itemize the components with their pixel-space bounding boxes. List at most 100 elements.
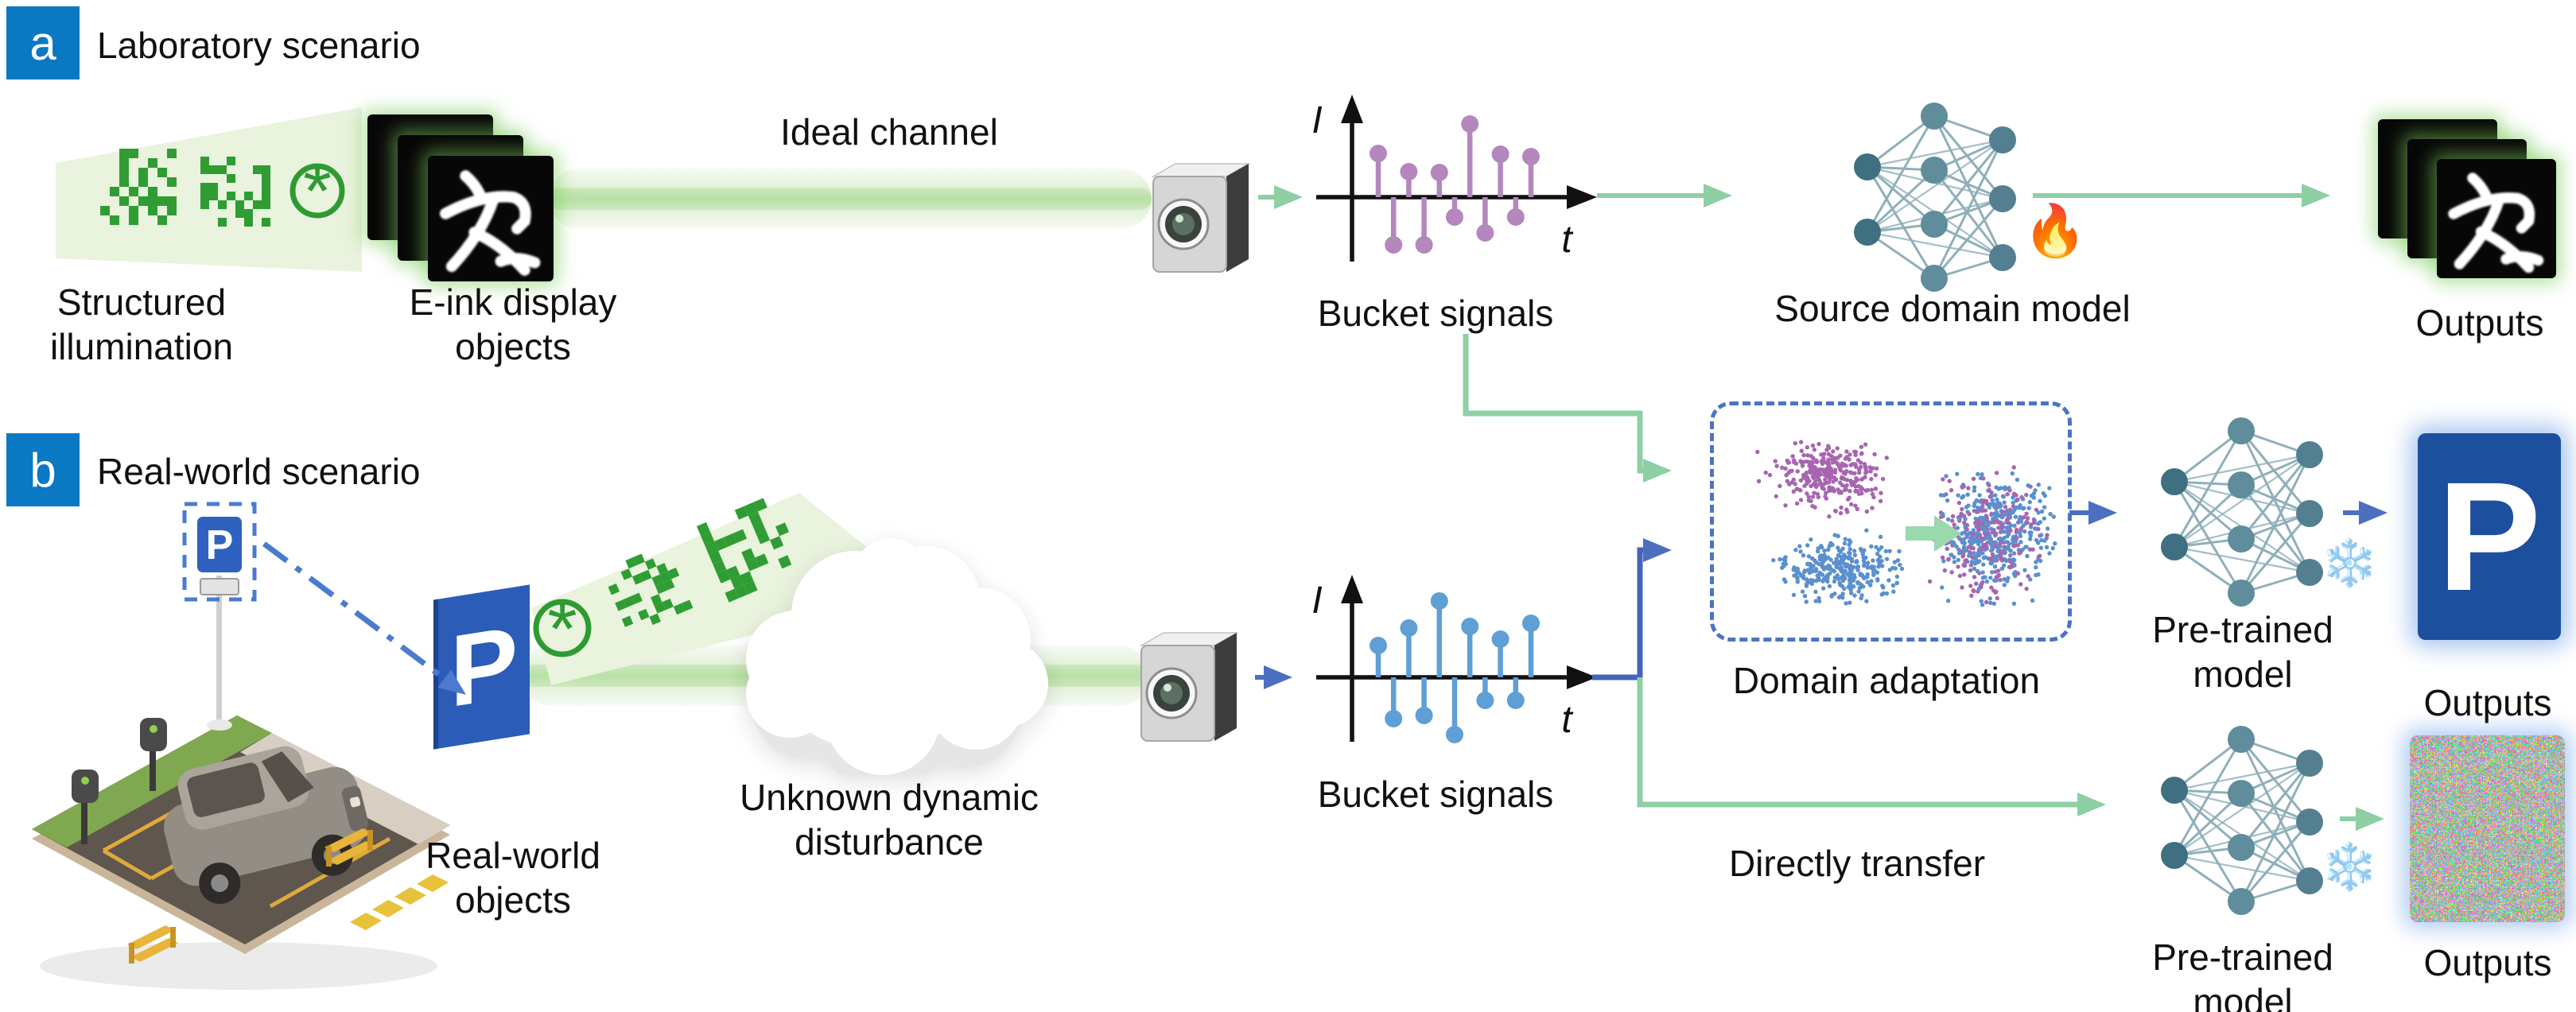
detection-dashed-box (182, 502, 257, 602)
network-node (2228, 525, 2255, 553)
network-node (1921, 265, 1948, 292)
i-axis-label: I (1311, 580, 1322, 622)
label-outputs-parking: Outputs (2423, 682, 2552, 723)
panel-b-title: Real-world scenario (97, 451, 421, 492)
label-real-world-objects: Real-world objects (425, 835, 600, 921)
pretrained-network-2 (2161, 726, 2323, 915)
speckle-pattern (697, 498, 792, 603)
t-axis-arrowhead (1567, 665, 1597, 689)
label-ideal-channel: Ideal channel (780, 111, 998, 153)
network-node (2296, 808, 2323, 836)
source-domain-network (1854, 103, 2016, 292)
label-bucket-signals-a: Bucket signals (1317, 293, 1554, 334)
label-pretrained-model-2: Pre-trained model (2152, 936, 2333, 1012)
elbow-green-bucket-a-to-adaptation (1463, 334, 1672, 483)
i-axis-label: I (1311, 99, 1322, 142)
dashdot-arrow-sign-detection (262, 541, 467, 695)
network-node (2228, 888, 2255, 915)
network-node (2296, 559, 2323, 586)
network-node (1854, 219, 1881, 246)
elbow-green-directly-transfer (1637, 677, 2106, 816)
speckle-pattern (200, 157, 270, 227)
target-domain-features (1771, 528, 1905, 606)
parking-meter-2 (140, 718, 167, 791)
svg-text:*: * (547, 587, 577, 672)
cone-shape (531, 493, 923, 685)
noisy-output-image (2410, 735, 2565, 922)
network-node (1989, 126, 2016, 153)
label-directly-transfer: Directly transfer (1728, 843, 1986, 884)
label-domain-adaptation: Domain adaptation (1732, 660, 2041, 701)
label-unknown-disturbance: Unknown dynamic disturbance (740, 777, 1039, 863)
aligned-mixed-features (1927, 465, 2057, 607)
svg-text:P: P (206, 522, 234, 568)
i-axis-arrowhead (1341, 575, 1363, 603)
network-node (2161, 468, 2188, 495)
panel-a-title: Laboratory scenario (97, 25, 421, 66)
barrier-1 (324, 828, 375, 867)
eink-tile-front (428, 156, 554, 281)
t-axis-arrowhead (1567, 185, 1597, 209)
crosswalk (350, 874, 449, 930)
elbow-blue-bucket-b-to-adaptation (1592, 538, 1672, 680)
panel-b-tag: b (6, 433, 80, 506)
speckle-pattern (100, 149, 177, 225)
barrier-2 (127, 925, 178, 964)
network-node (2296, 441, 2323, 468)
i-axis-arrowhead (1341, 95, 1363, 123)
bucket-signal-plot-b: I t (1311, 575, 1597, 743)
stem-series (1370, 115, 1540, 254)
network-node (2228, 780, 2255, 807)
disturbance-cloud (746, 538, 1048, 775)
network-node (2161, 842, 2188, 869)
label-source-domain-model: Source domain model (1774, 288, 2131, 329)
speckle-pattern (608, 553, 694, 627)
label-structured-illumination: Structured illumination (49, 281, 234, 367)
label-pretrained-model-1: Pre-trained model (2152, 609, 2333, 695)
illumination-cone-a: * (56, 107, 362, 272)
network-node (2296, 750, 2323, 777)
source-domain-features (1755, 440, 1890, 519)
snowflake-icon-1: ❄️ (2321, 537, 2379, 589)
network-node (2296, 867, 2323, 894)
output-tile-front-a (2437, 159, 2556, 278)
panel-a-letter: a (29, 16, 56, 70)
network-node (1989, 185, 2016, 212)
detector-camera-b (1139, 632, 1239, 742)
network-node (2228, 471, 2255, 498)
network-node (1854, 153, 1881, 180)
network-node (2228, 580, 2255, 607)
label-bucket-signals-b: Bucket signals (1317, 774, 1554, 815)
label-outputs-noise: Outputs (2423, 942, 2552, 983)
network-node (2228, 417, 2255, 444)
label-eink-objects: E-ink display objects (409, 281, 617, 367)
fire-icon: 🔥 (2023, 202, 2087, 259)
parking-output-sign: P (2418, 433, 2561, 640)
network-node (2161, 777, 2188, 804)
convolution-icon: * (533, 587, 592, 672)
beam-a-core (549, 188, 1152, 210)
network-node (2228, 726, 2255, 753)
label-outputs-a: Outputs (2415, 302, 2544, 343)
stem-series (1370, 592, 1540, 743)
pretrained-network-1 (2161, 417, 2323, 607)
panel-b-letter: b (29, 443, 56, 497)
network-node (1989, 244, 2016, 271)
convolution-icon: * (289, 151, 345, 232)
network-node (2228, 834, 2255, 861)
illumination-cone-b: * (531, 493, 923, 685)
domain-adaptation-box (1710, 401, 2072, 642)
network-node (1921, 157, 1948, 184)
network-node (1921, 211, 1948, 238)
panel-a-tag: a (6, 6, 80, 79)
t-axis-label: t (1561, 699, 1573, 741)
network-node (2161, 533, 2188, 560)
snowflake-icon-2: ❄️ (2321, 841, 2379, 893)
network-node (1921, 103, 1948, 130)
sign-pole (216, 572, 222, 723)
t-axis-label: t (1561, 219, 1573, 261)
parking-sign-small: P (194, 514, 245, 595)
parking-lot-illustration: P (32, 502, 450, 990)
